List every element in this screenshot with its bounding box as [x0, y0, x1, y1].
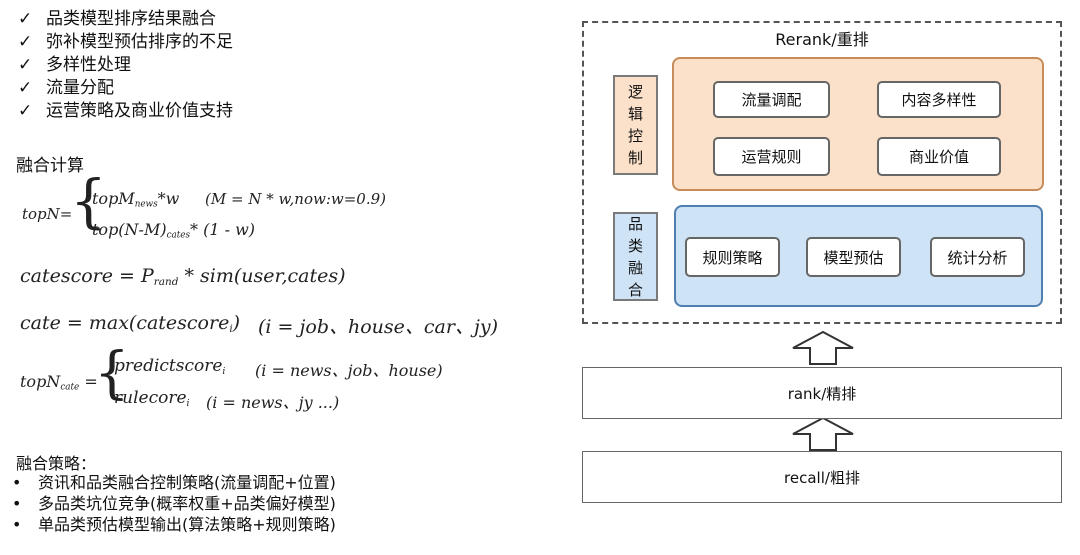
formula-cate: cate = max(catescorei) [20, 312, 241, 336]
checklist-item: ✓ 品类模型排序结果融合 [18, 8, 233, 31]
checkmark-icon: ✓ [18, 55, 33, 75]
chip-rule-strategy: 规则策略 [685, 237, 780, 277]
chip-statistical-analysis: 统计分析 [930, 237, 1025, 277]
strategy-text: 资讯和品类融合控制策略(流量调配+位置) [38, 473, 336, 492]
formula-topncate-case1: predictscorei [114, 356, 226, 377]
formula-topncate-case2: rulecorei [114, 388, 190, 409]
checkmark-icon: ✓ [18, 9, 33, 29]
chip-business-value: 商业价值 [877, 137, 1001, 176]
rerank-title: Rerank/重排 [775, 30, 869, 49]
checkmark-icon: ✓ [18, 78, 33, 98]
checklist-item: ✓ 流量分配 [18, 77, 233, 100]
checklist-text: 运营策略及商业价值支持 [46, 101, 233, 121]
bullet-icon: • [12, 515, 22, 534]
strategy-text: 单品类预估模型输出(算法策略+规则策略) [38, 515, 336, 534]
recall-stage: recall/粗排 [582, 451, 1062, 503]
formula-topn-case1: topMnews*w [92, 189, 180, 210]
category-fusion-label: 品类融合 [613, 212, 658, 301]
checklist-text: 流量分配 [46, 78, 114, 98]
bullet-icon: • [12, 494, 22, 513]
chip-operation-rules: 运营规则 [713, 137, 830, 176]
logic-control-label: 逻辑控制 [613, 75, 658, 175]
rerank-frame [582, 21, 1062, 324]
strategy-item: • 多品类坑位竞争(概率权重+品类偏好模型) [10, 493, 336, 514]
chip-model-prediction: 模型预估 [806, 237, 901, 277]
formula-topn-lhs: topN= [22, 205, 73, 223]
checkmark-icon: ✓ [18, 101, 33, 121]
checklist-text: 弥补模型预估排序的不足 [46, 32, 233, 52]
fusion-strategy-title: 融合策略： [16, 454, 97, 473]
strategy-text: 多品类坑位竞争(概率权重+品类偏好模型) [38, 494, 336, 513]
up-arrow-icon [792, 416, 854, 451]
formula-topn-case1-note: (M = N * w,now:w=0.9) [205, 190, 387, 208]
formula-catescore: catescore = Prand * sim(user,cates) [20, 265, 346, 289]
strategy-item: • 资讯和品类融合控制策略(流量调配+位置) [10, 472, 336, 493]
formula-topn-brace: { [70, 167, 107, 235]
formula-topncate-lhs: topNcate = [20, 372, 98, 393]
checklist-text: 品类模型排序结果融合 [46, 9, 216, 29]
checklist: ✓ 品类模型排序结果融合 ✓ 弥补模型预估排序的不足 ✓ 多样性处理 ✓ 流量分配 ✓ 运… [18, 8, 233, 123]
checklist-text: 多样性处理 [46, 55, 131, 75]
fusion-calc-title: 融合计算 [16, 156, 84, 176]
checklist-item: ✓ 弥补模型预估排序的不足 [18, 31, 233, 54]
checklist-item: ✓ 运营策略及商业价值支持 [18, 100, 233, 123]
formula-topncate-case2-note: (i = news、jy ...) [206, 393, 340, 412]
formula-cate-note: (i = job、house、car、jy) [258, 316, 498, 338]
fusion-strategy-list: • 资讯和品类融合控制策略(流量调配+位置) • 多品类坑位竞争(概率权重+品类偏好… [10, 472, 336, 535]
formula-topn-case2: top(N-M)cates* (1 - w) [92, 220, 256, 241]
chip-content-diversity: 内容多样性 [877, 81, 1001, 118]
checkmark-icon: ✓ [18, 32, 33, 52]
formula-topncate-case1-note: (i = news、job、house) [255, 361, 443, 380]
rank-stage: rank/精排 [582, 367, 1062, 419]
formula-topncate-brace: { [94, 341, 130, 406]
up-arrow-icon [792, 330, 854, 365]
strategy-item: • 单品类预估模型输出(算法策略+规则策略) [10, 514, 336, 535]
chip-traffic-allocation: 流量调配 [713, 81, 830, 118]
checklist-item: ✓ 多样性处理 [18, 54, 233, 77]
bullet-icon: • [12, 473, 22, 492]
